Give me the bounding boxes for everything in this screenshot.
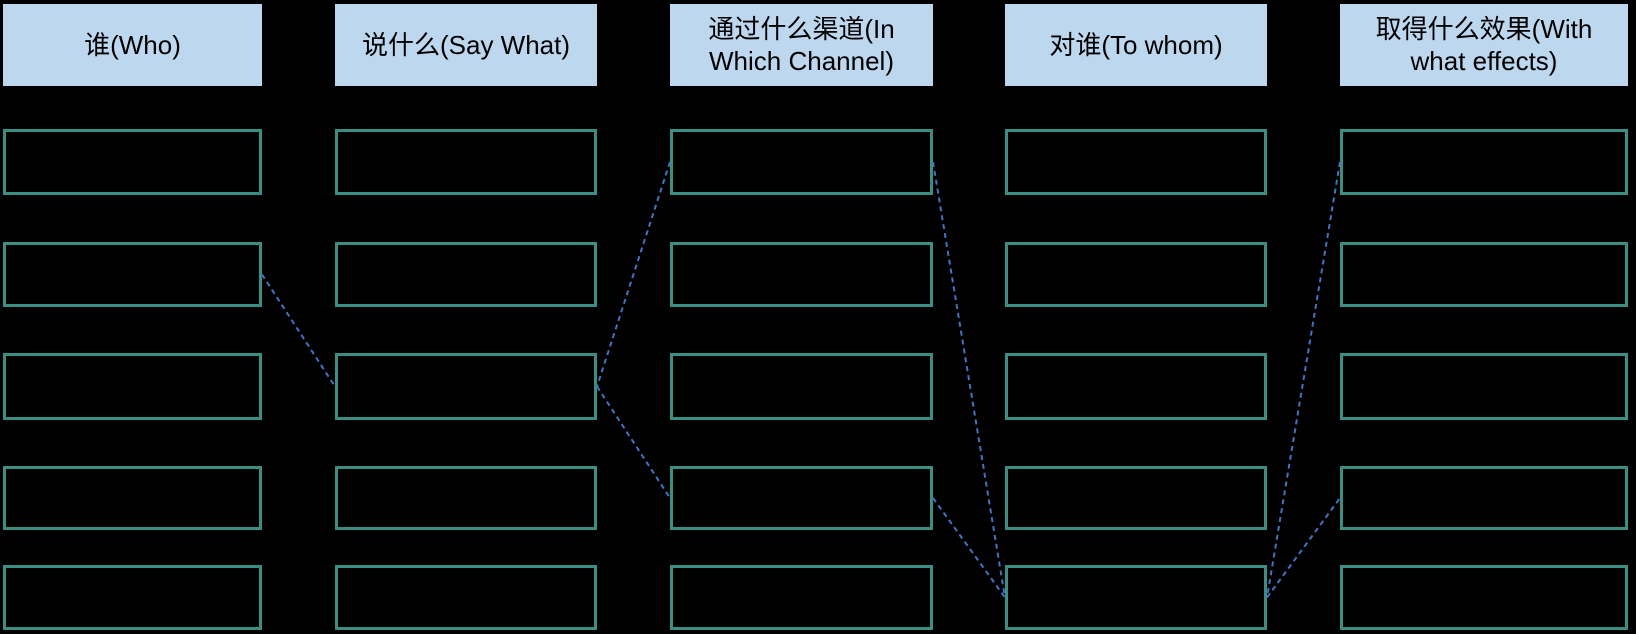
column-header-who: 谁(Who) [3, 4, 262, 86]
column-header-say-what: 说什么(Say What) [335, 4, 597, 86]
model-box-col1-row1 [3, 129, 262, 195]
connector-line-2 [596, 161, 671, 387]
column-header-channel: 通过什么渠道(In Which Channel) [670, 4, 933, 86]
model-box-col4-row1 [1005, 129, 1267, 195]
model-box-col3-row3 [670, 353, 933, 420]
model-box-col3-row1 [670, 129, 933, 195]
model-box-col1-row5 [3, 565, 262, 630]
model-box-col5-row2 [1340, 242, 1628, 307]
model-box-col1-row2 [3, 242, 262, 307]
model-box-col5-row4 [1340, 466, 1628, 530]
model-box-col1-row4 [3, 466, 262, 530]
model-box-col3-row2 [670, 242, 933, 307]
model-box-col5-row5 [1340, 565, 1628, 630]
model-box-col4-row5 [1005, 565, 1267, 630]
column-header-effects: 取得什么效果(With what effects) [1340, 4, 1628, 86]
connector-line-3 [596, 385, 671, 499]
connector-line-4 [932, 161, 1006, 598]
model-box-col2-row2 [335, 242, 597, 307]
model-box-col3-row5 [670, 565, 933, 630]
column-header-to-whom: 对谁(To whom) [1005, 4, 1267, 86]
model-box-col2-row4 [335, 466, 597, 530]
model-box-col4-row4 [1005, 466, 1267, 530]
model-box-col2-row5 [335, 565, 597, 630]
model-box-col4-row3 [1005, 353, 1267, 420]
connector-line-7 [1266, 497, 1341, 599]
connector-line-1 [261, 273, 336, 388]
model-box-col2-row3 [335, 353, 597, 420]
model-box-col5-row3 [1340, 353, 1628, 420]
connector-line-6 [1266, 161, 1341, 598]
model-box-col1-row3 [3, 353, 262, 420]
model-box-col3-row4 [670, 466, 933, 530]
model-box-col5-row1 [1340, 129, 1628, 195]
model-box-col4-row2 [1005, 242, 1267, 307]
model-box-col2-row1 [335, 129, 597, 195]
connector-line-5 [932, 497, 1006, 599]
